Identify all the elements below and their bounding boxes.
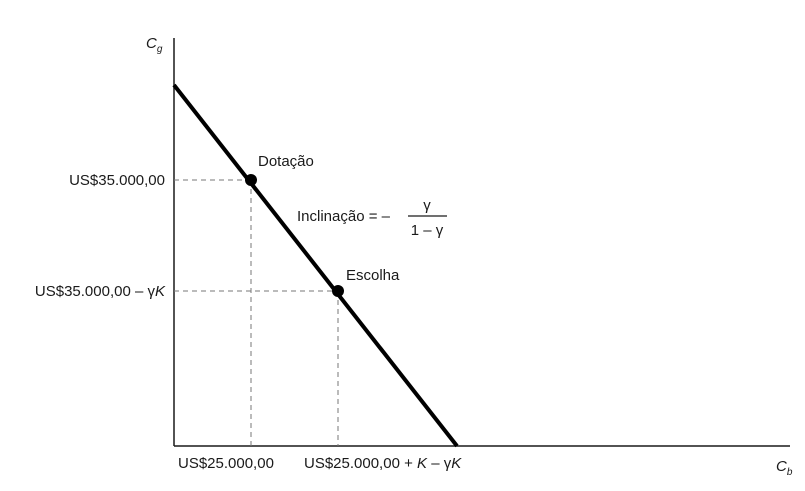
budget-line: [172, 83, 459, 448]
y-tick-choice: US$35.000,00 – γK: [35, 283, 166, 300]
slope-label: Inclinação = –: [297, 208, 391, 225]
x-axis-label: Cb: [776, 458, 793, 478]
slope-denominator: 1 – γ: [411, 222, 444, 239]
slope-numerator: γ: [423, 197, 431, 214]
y-axis-label: Cg: [146, 35, 163, 55]
choice-point: [332, 285, 344, 297]
x-tick-choice: US$25.000,00 + K – γK: [304, 455, 462, 472]
choice-label: Escolha: [346, 267, 400, 284]
endowment-label: Dotação: [258, 153, 314, 170]
endowment-point: [245, 174, 257, 186]
y-tick-endowment: US$35.000,00: [69, 172, 165, 189]
x-tick-endowment: US$25.000,00: [178, 455, 274, 472]
